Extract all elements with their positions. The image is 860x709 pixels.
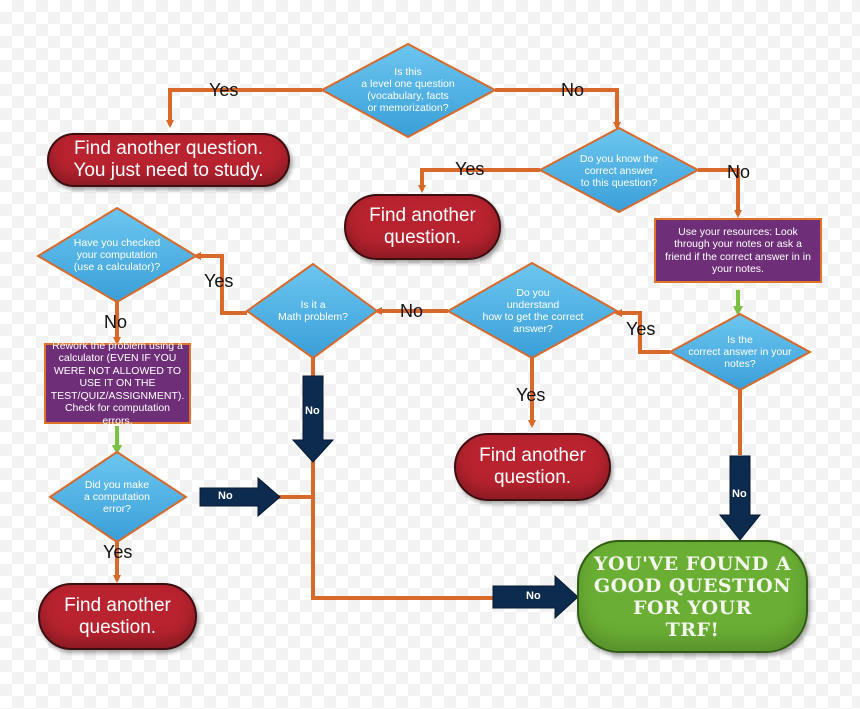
connector-no-resources — [698, 168, 742, 218]
question-know-answer: Do you know the correct answer to this q… — [555, 148, 683, 194]
question-know-answer-text: Do you know the correct answer to this q… — [579, 153, 659, 189]
action-rework-text: Rework the problem using a calculator (E… — [50, 339, 185, 427]
diamond-checked-computation — [36, 206, 198, 304]
question-in-notes: Is the correct answer in your notes? — [680, 331, 800, 373]
label-yes: Yes — [103, 542, 133, 562]
question-math-problem: Is it a Math problem? — [260, 292, 366, 330]
label-yes: Yes — [516, 385, 546, 405]
question-level-one-text: Is this a level one question (vocabulary… — [361, 66, 455, 114]
outcome-find-another-2: Find another question. — [454, 433, 611, 501]
connector-yes-find1 — [418, 168, 540, 193]
label-no: No — [561, 80, 585, 100]
arrow-label-no: No — [218, 490, 233, 502]
arrow-label-no: No — [732, 488, 747, 500]
outcome-find-another-3-text: Find another question. — [64, 594, 171, 638]
action-rework: Rework the problem using a calculator (E… — [44, 340, 191, 427]
question-computation-error-text: Did you make a computation error? — [84, 479, 150, 515]
diamond-understand — [445, 261, 620, 360]
diamond-level-one — [319, 42, 498, 139]
label-yes: Yes — [204, 271, 234, 291]
action-use-resources: Use your resources: Look through your no… — [654, 218, 822, 283]
connector-yes-understand — [614, 309, 670, 354]
connector-no-know — [495, 88, 621, 130]
outcome-find-another-1: Find another question. — [344, 194, 501, 260]
outcome-find-another-2-text: Find another question. — [479, 445, 586, 488]
outcome-good-question-text: YOU'VE FOUND A GOOD QUESTION FOR YOUR TR… — [593, 552, 792, 641]
diamond-math-problem — [245, 262, 379, 360]
connector-yes-study — [166, 88, 322, 128]
outcome-good-question: YOU'VE FOUND A GOOD QUESTION FOR YOUR TR… — [577, 540, 808, 653]
big-arrow-notes-no — [718, 455, 762, 541]
question-in-notes-text: Is the correct answer in your notes? — [688, 334, 792, 370]
outcome-study: Find another question. You just need to … — [47, 133, 290, 187]
outcome-find-another-3: Find another question. — [38, 583, 197, 650]
question-checked-computation: Have you checked your computation (use a… — [52, 232, 182, 278]
big-arrow-final-no — [492, 574, 579, 620]
diamond-in-notes — [667, 312, 813, 392]
question-checked-computation-text: Have you checked your computation (use a… — [73, 237, 161, 273]
outcome-study-text: Find another question. You just need to … — [73, 138, 264, 181]
diamond-know-answer — [537, 126, 701, 214]
label-no: No — [104, 312, 128, 332]
label-yes: Yes — [626, 319, 656, 339]
label-yes: Yes — [209, 80, 239, 100]
question-math-problem-text: Is it a Math problem? — [277, 299, 349, 323]
big-arrow-error-no — [199, 476, 281, 518]
label-yes: Yes — [455, 159, 485, 179]
label-no: No — [400, 301, 424, 321]
question-level-one: Is this a level one question (vocabulary… — [335, 58, 481, 122]
label-no: No — [727, 162, 751, 182]
outcome-find-another-1-text: Find another question. — [369, 205, 476, 248]
action-use-resources-text: Use your resources: Look through your no… — [665, 225, 811, 276]
big-arrow-math-no — [291, 375, 335, 463]
question-computation-error: Did you make a computation error? — [62, 476, 172, 518]
diamond-computation-error — [48, 450, 188, 544]
question-understand-text: Do you understand how to get the correct… — [482, 287, 584, 335]
question-understand: Do you understand how to get the correct… — [465, 284, 601, 338]
arrow-label-no: No — [526, 590, 541, 602]
connector-yes-checked — [193, 252, 247, 315]
arrow-label-no: No — [305, 405, 320, 417]
